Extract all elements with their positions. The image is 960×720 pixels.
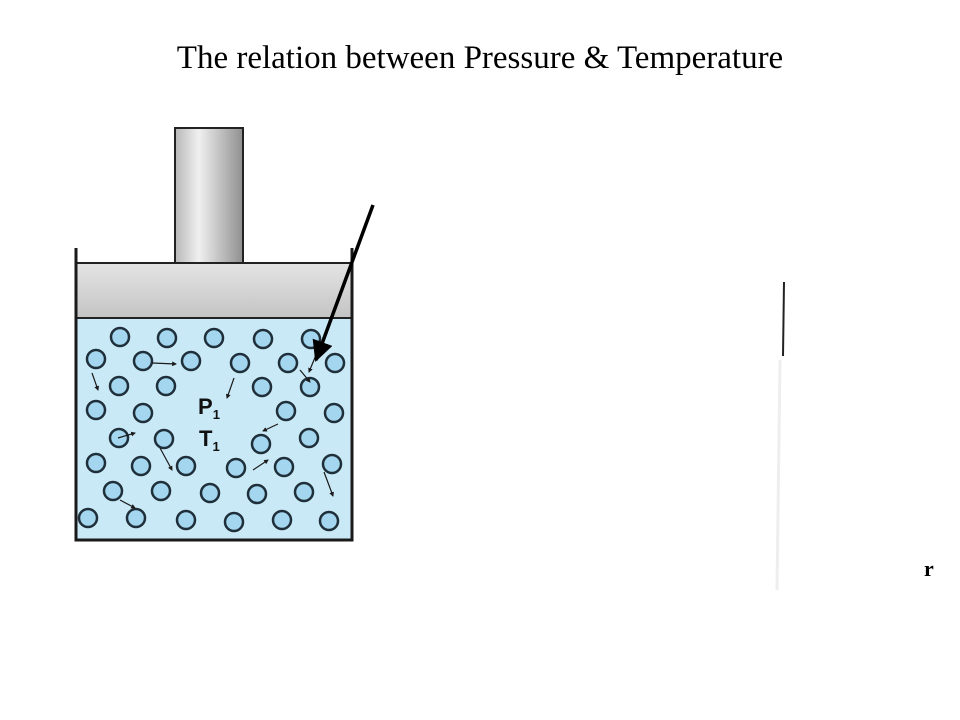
gas-molecule <box>223 511 245 533</box>
gas-molecule <box>246 483 268 505</box>
gas-molecule <box>271 509 293 531</box>
gas-molecule <box>155 375 177 397</box>
gas-molecule <box>225 457 247 479</box>
gas-molecule <box>77 507 99 529</box>
gas-molecule <box>175 509 197 531</box>
gas-molecule <box>299 376 321 398</box>
gas-molecule <box>323 402 345 424</box>
gas-molecule <box>85 452 107 474</box>
gas-molecule <box>250 433 272 455</box>
gas-molecule <box>277 352 299 374</box>
gas-molecule <box>102 480 124 502</box>
gas-molecule <box>275 400 297 422</box>
gas-molecule <box>150 480 172 502</box>
gas-molecule <box>203 327 225 349</box>
temperature-label: T1 <box>199 426 220 454</box>
gas-molecule <box>132 402 154 424</box>
stray-letter: r <box>924 556 934 581</box>
page-title: The relation between Pressure & Temperat… <box>176 40 784 76</box>
gas-molecule <box>300 328 322 350</box>
gas-molecule <box>85 348 107 370</box>
motion-arrow <box>323 471 334 497</box>
motion-arrow <box>119 499 136 509</box>
gas-molecule <box>252 328 274 350</box>
pressure-label: P1 <box>198 394 220 422</box>
gas-molecule <box>108 375 130 397</box>
motion-arrow <box>117 431 136 439</box>
right-vertical-line <box>782 281 785 357</box>
gas-molecule <box>156 327 178 349</box>
temperature-subscript: 1 <box>212 439 219 454</box>
gas-molecule <box>109 326 131 348</box>
motion-arrow <box>252 459 269 471</box>
container-walls <box>74 248 354 542</box>
molecule-group <box>77 326 346 533</box>
pointer-arrow <box>312 204 375 362</box>
motion-arrow <box>299 369 311 383</box>
gas-molecule <box>125 507 147 529</box>
gas-molecule <box>251 376 273 398</box>
motion-arrow <box>262 423 279 432</box>
motion-arrow <box>159 447 173 471</box>
gas-molecule <box>321 453 343 475</box>
gas-molecule <box>199 482 221 504</box>
gas-molecule <box>130 455 152 477</box>
gas-molecule <box>85 399 107 421</box>
gas-molecule <box>153 428 175 450</box>
gas-molecule <box>318 510 340 532</box>
gas-molecule <box>180 350 202 372</box>
gas-molecule <box>132 350 154 372</box>
right-vertical-line-faint <box>775 359 782 591</box>
motion-arrow <box>151 361 177 367</box>
gas-molecule <box>273 456 295 478</box>
motion-arrow-group <box>91 354 334 509</box>
gas-molecule <box>175 455 197 477</box>
gas-molecule <box>324 352 346 374</box>
piston-plate <box>75 262 353 319</box>
gas-molecule <box>293 481 315 503</box>
pressure-subscript: 1 <box>213 407 220 422</box>
motion-arrow <box>91 372 99 391</box>
gas-molecule <box>298 427 320 449</box>
temperature-symbol: T <box>199 426 213 451</box>
piston-rod <box>174 127 244 265</box>
pressure-symbol: P <box>198 394 213 419</box>
gas-molecule <box>229 352 251 374</box>
motion-arrow <box>226 377 235 399</box>
